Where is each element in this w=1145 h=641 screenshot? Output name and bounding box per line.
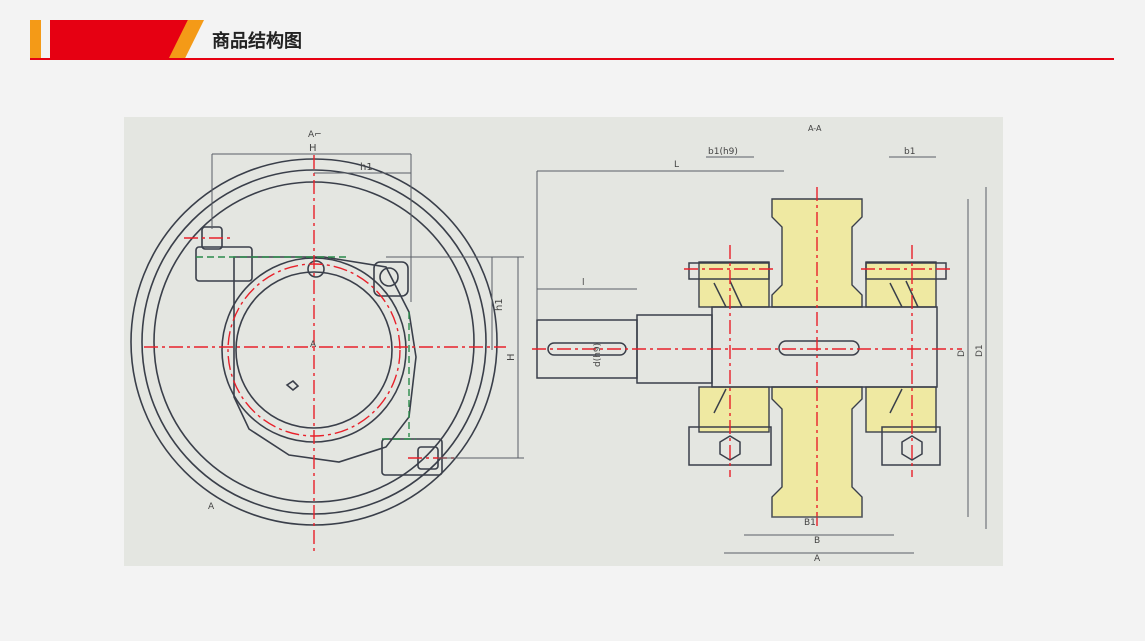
section-view-centerlines (532, 187, 962, 529)
label-dim-h1-top: h1 (360, 162, 373, 173)
label-dim-H-right: H (506, 353, 517, 361)
right-ear (373, 261, 409, 297)
left-foot-bolt (719, 435, 741, 461)
bore-inner (235, 271, 393, 429)
shaft-main (711, 306, 938, 388)
right-roller-1 (889, 282, 903, 308)
bracket-body (233, 256, 417, 463)
header-divider (30, 58, 1114, 60)
right-bearing-housing-bottom (865, 386, 937, 433)
label-dim-D: D (957, 350, 967, 357)
label-dim-B1: B1 (804, 518, 816, 528)
label-dim-H-top: H (309, 143, 317, 154)
bottom-lug (381, 438, 443, 476)
label-dim-D1: D1 (975, 344, 985, 357)
right-foot-block (881, 426, 941, 466)
label-dim-A: A (814, 554, 821, 564)
pitch-circle (227, 263, 401, 437)
right-roller-3 (889, 388, 903, 414)
label-dim-B: B (814, 536, 820, 546)
label-dim-dh9: d(h9) (593, 343, 603, 367)
right-foot-bolt (901, 435, 923, 461)
section-view-outline (536, 262, 947, 466)
header-accent-orange (30, 20, 41, 60)
section-view-body (698, 198, 937, 518)
end-view-centerlines (144, 155, 506, 553)
left-roller-3 (713, 388, 727, 414)
right-ear-hole (379, 267, 399, 287)
structure-drawing-svg: A⌐ H h1 h1 H A A (130, 124, 987, 564)
label-dim-L: L (674, 160, 679, 170)
page-title: 商品结构图 (212, 31, 302, 52)
end-view-dimensions (211, 153, 524, 459)
label-bottom-mark: A (208, 502, 215, 512)
label-dim-b1: b1 (904, 147, 915, 157)
label-dim-b1h9: b1(h9) (708, 147, 738, 157)
right-cap-top (865, 262, 947, 280)
label-section-title: A-A (808, 124, 822, 133)
header-red-bar (50, 20, 190, 60)
label-dim-h1-right: h1 (494, 298, 505, 311)
end-view-hidden-lines (196, 256, 416, 440)
top-oil-hole (307, 260, 325, 278)
label-section-mark: A⌐ (308, 130, 322, 140)
left-cap-top (688, 262, 770, 280)
left-bearing-housing-bottom (698, 386, 770, 433)
right-bearing-housing-top (865, 261, 937, 308)
top-lug (195, 246, 253, 282)
left-roller-2 (729, 280, 743, 308)
right-roller-2 (905, 280, 919, 308)
left-roller-1 (713, 282, 727, 308)
label-dim-l: l (582, 278, 585, 288)
small-key-mark (285, 379, 300, 392)
structure-drawing: A⌐ H h1 h1 H A A (124, 117, 1003, 566)
section-view-dimensions (536, 156, 987, 554)
shaft-main-key (778, 340, 860, 356)
label-center-mark: A (310, 340, 317, 350)
